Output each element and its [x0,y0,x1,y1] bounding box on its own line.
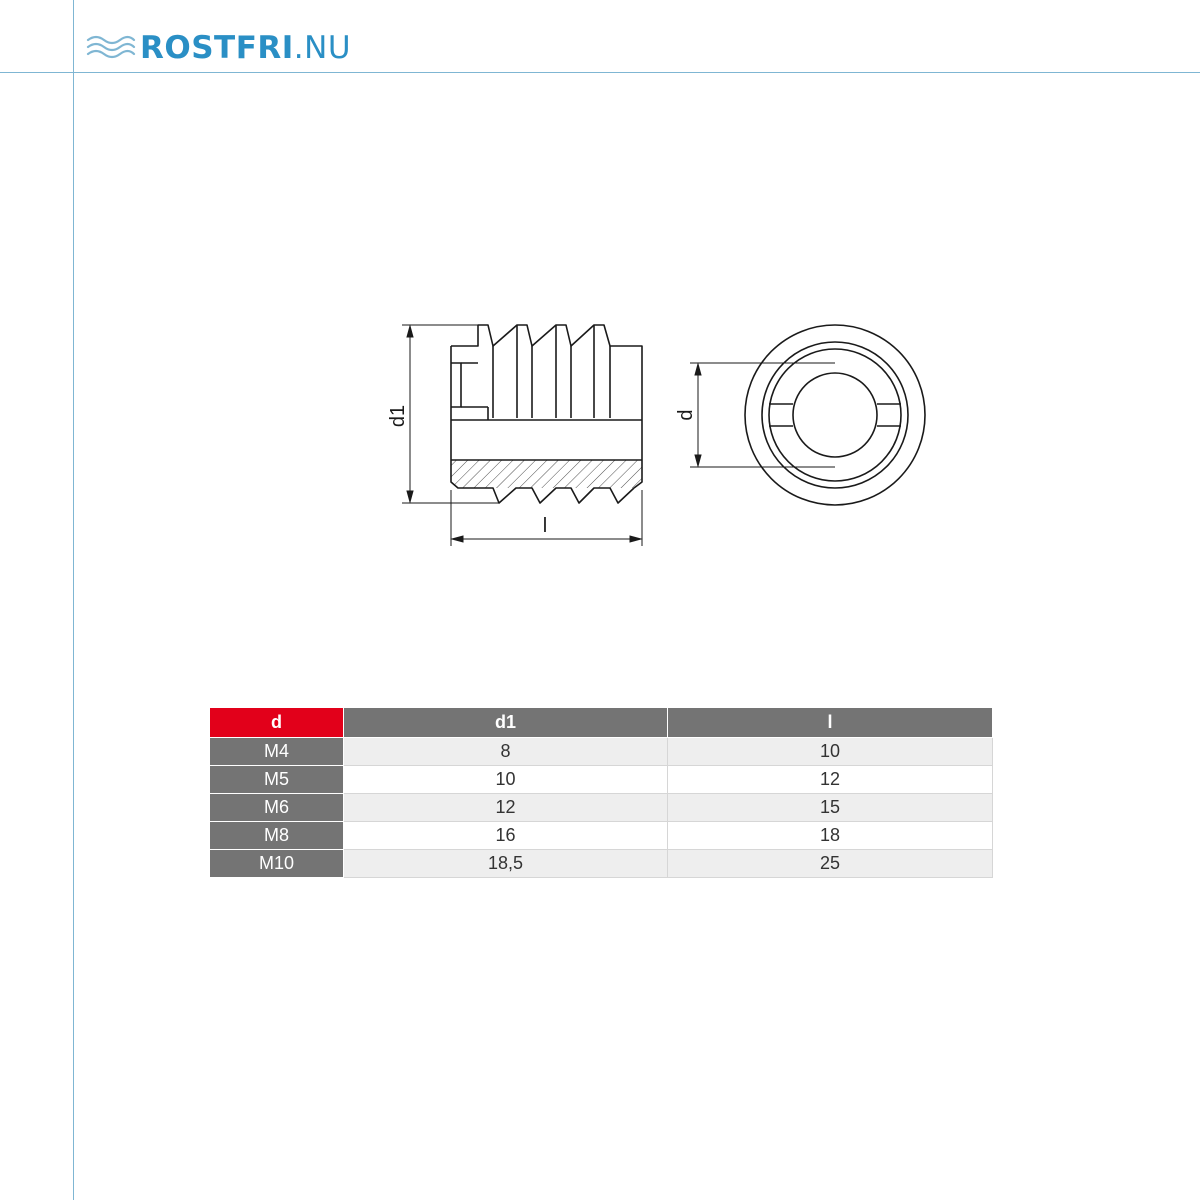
waves-icon [86,35,136,59]
cell-d1: 18,5 [343,849,668,878]
cell-l: 15 [667,793,993,822]
cell-d1: 12 [343,793,668,822]
cell-d: M5 [209,765,344,794]
dimension-table: d d1 l M4 8 10 M5 10 12 M6 12 15 M8 16 1… [209,707,993,878]
brand-logo[interactable]: ROSTFRI.NU [86,30,351,66]
label-l: l [543,515,547,537]
cell-d: M10 [209,849,344,878]
cell-d1: 16 [343,821,668,850]
brand-name: ROSTFRI.NU [140,30,351,66]
column-header-l: l [667,707,993,738]
table-header-row: d d1 l [209,707,993,738]
table-row: M4 8 10 [209,737,993,766]
cell-d1: 8 [343,737,668,766]
brand-name-strong: ROSTFRI [140,30,294,66]
margin-rule [73,0,74,1200]
cell-l: 12 [667,765,993,794]
table-row: M8 16 18 [209,821,993,850]
cell-d1: 10 [343,765,668,794]
brand-name-light: .NU [293,30,352,66]
section-hatch [451,460,642,488]
header-rule [0,72,1200,73]
front-view [744,324,926,506]
cell-d: M6 [209,793,344,822]
cell-l: 18 [667,821,993,850]
technical-drawing: d1 l d [387,324,926,546]
label-d: d [675,409,697,420]
column-header-d: d [209,707,344,738]
cell-l: 25 [667,849,993,878]
table-row: M5 10 12 [209,765,993,794]
cell-d: M8 [209,821,344,850]
label-d1: d1 [387,405,409,427]
cell-d: M4 [209,737,344,766]
table-row: M6 12 15 [209,793,993,822]
cell-l: 10 [667,737,993,766]
side-view [450,324,643,504]
dimension-d [690,362,835,468]
column-header-d1: d1 [343,707,668,738]
dimension-l [450,490,643,546]
table-row: M10 18,5 25 [209,849,993,878]
